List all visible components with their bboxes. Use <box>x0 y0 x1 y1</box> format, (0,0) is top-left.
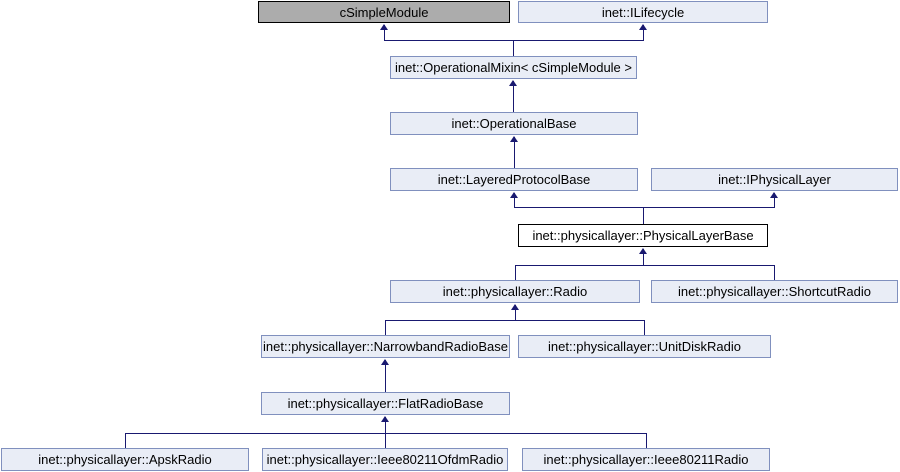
edge-line <box>513 41 514 56</box>
edge-line <box>515 305 516 320</box>
node-iphysicallayer-label: inet::IPhysicalLayer <box>718 172 831 187</box>
inheritance-arrow-icon <box>510 192 518 198</box>
edge-line <box>385 321 386 335</box>
inheritance-arrow-icon <box>509 80 517 86</box>
inheritance-arrow-icon <box>770 192 778 198</box>
edge-line <box>385 417 386 433</box>
edge-line <box>384 25 385 41</box>
edge-line <box>515 266 516 280</box>
node-radio[interactable]: inet::physicallayer::Radio <box>390 280 640 303</box>
inheritance-arrow-icon <box>380 24 388 30</box>
edge-line <box>384 40 644 41</box>
node-operationalbase-label: inet::OperationalBase <box>451 116 577 131</box>
node-unitdiskradio-label: inet::physicallayer::UnitDiskRadio <box>548 339 741 354</box>
edge-line <box>514 193 515 207</box>
node-flatradiobase[interactable]: inet::physicallayer::FlatRadioBase <box>261 392 510 415</box>
node-unitdiskradio[interactable]: inet::physicallayer::UnitDiskRadio <box>518 335 771 358</box>
node-radio-label: inet::physicallayer::Radio <box>442 284 588 299</box>
node-ilifecycle-label: inet::ILifecycle <box>601 4 685 20</box>
node-operationalmixin-label: inet::OperationalMixin< cSimpleModule > <box>394 60 632 75</box>
edge-line <box>514 207 775 208</box>
edge-line <box>643 25 644 41</box>
node-layeredprotocolbase-label: inet::LayeredProtocolBase <box>437 172 591 187</box>
inheritance-arrow-icon <box>639 24 647 30</box>
edge-line <box>774 266 775 280</box>
edge-line <box>125 434 126 448</box>
inheritance-arrow-icon <box>381 359 389 365</box>
edge-line <box>515 265 775 266</box>
edge-line <box>646 434 647 448</box>
edge-line <box>643 208 644 224</box>
node-shortcutradio-label: inet::physicallayer::ShortcutRadio <box>678 284 871 299</box>
edge-line <box>513 81 514 112</box>
edge-line <box>514 137 515 168</box>
node-narrowbandradiobase[interactable]: inet::physicallayer::NarrowbandRadioBase <box>261 335 510 358</box>
node-operationalbase[interactable]: inet::OperationalBase <box>390 112 638 135</box>
node-flatradiobase-label: inet::physicallayer::FlatRadioBase <box>287 396 484 411</box>
node-physicallayerbase-label: inet::physicallayer::PhysicalLayerBase <box>532 228 754 243</box>
inheritance-arrow-icon <box>639 248 647 254</box>
node-apskradio-label: inet::physicallayer::ApskRadio <box>38 452 212 467</box>
node-physicallayerbase: inet::physicallayer::PhysicalLayerBase <box>518 224 768 247</box>
node-ieee80211radio-label: inet::physicallayer::Ieee80211Radio <box>543 452 749 467</box>
edge-line <box>385 320 645 321</box>
node-ieee80211ofdmradio-label: inet::physicallayer::Ieee80211OfdmRadio <box>266 452 504 467</box>
node-ieee80211ofdmradio[interactable]: inet::physicallayer::Ieee80211OfdmRadio <box>262 448 508 471</box>
node-ilifecycle[interactable]: inet::ILifecycle <box>518 1 768 23</box>
node-layeredprotocolbase[interactable]: inet::LayeredProtocolBase <box>390 168 638 191</box>
node-operationalmixin[interactable]: inet::OperationalMixin< cSimpleModule > <box>390 56 637 79</box>
edge-line <box>125 433 647 434</box>
node-apskradio[interactable]: inet::physicallayer::ApskRadio <box>1 448 249 471</box>
edge-line <box>774 193 775 207</box>
inheritance-arrow-icon <box>510 136 518 142</box>
node-iphysicallayer[interactable]: inet::IPhysicalLayer <box>651 168 898 191</box>
inheritance-arrow-icon <box>381 416 389 422</box>
node-csimplemodule[interactable]: cSimpleModule <box>258 1 510 23</box>
edge-line <box>643 249 644 265</box>
node-shortcutradio[interactable]: inet::physicallayer::ShortcutRadio <box>651 280 898 303</box>
node-narrowbandradiobase-label: inet::physicallayer::NarrowbandRadioBase <box>263 339 508 354</box>
node-ieee80211radio[interactable]: inet::physicallayer::Ieee80211Radio <box>522 448 770 471</box>
edge-line <box>385 434 386 448</box>
edge-line <box>385 360 386 392</box>
edge-line <box>644 321 645 335</box>
node-csimplemodule-label: cSimpleModule <box>339 4 429 20</box>
inheritance-arrow-icon <box>511 304 519 310</box>
